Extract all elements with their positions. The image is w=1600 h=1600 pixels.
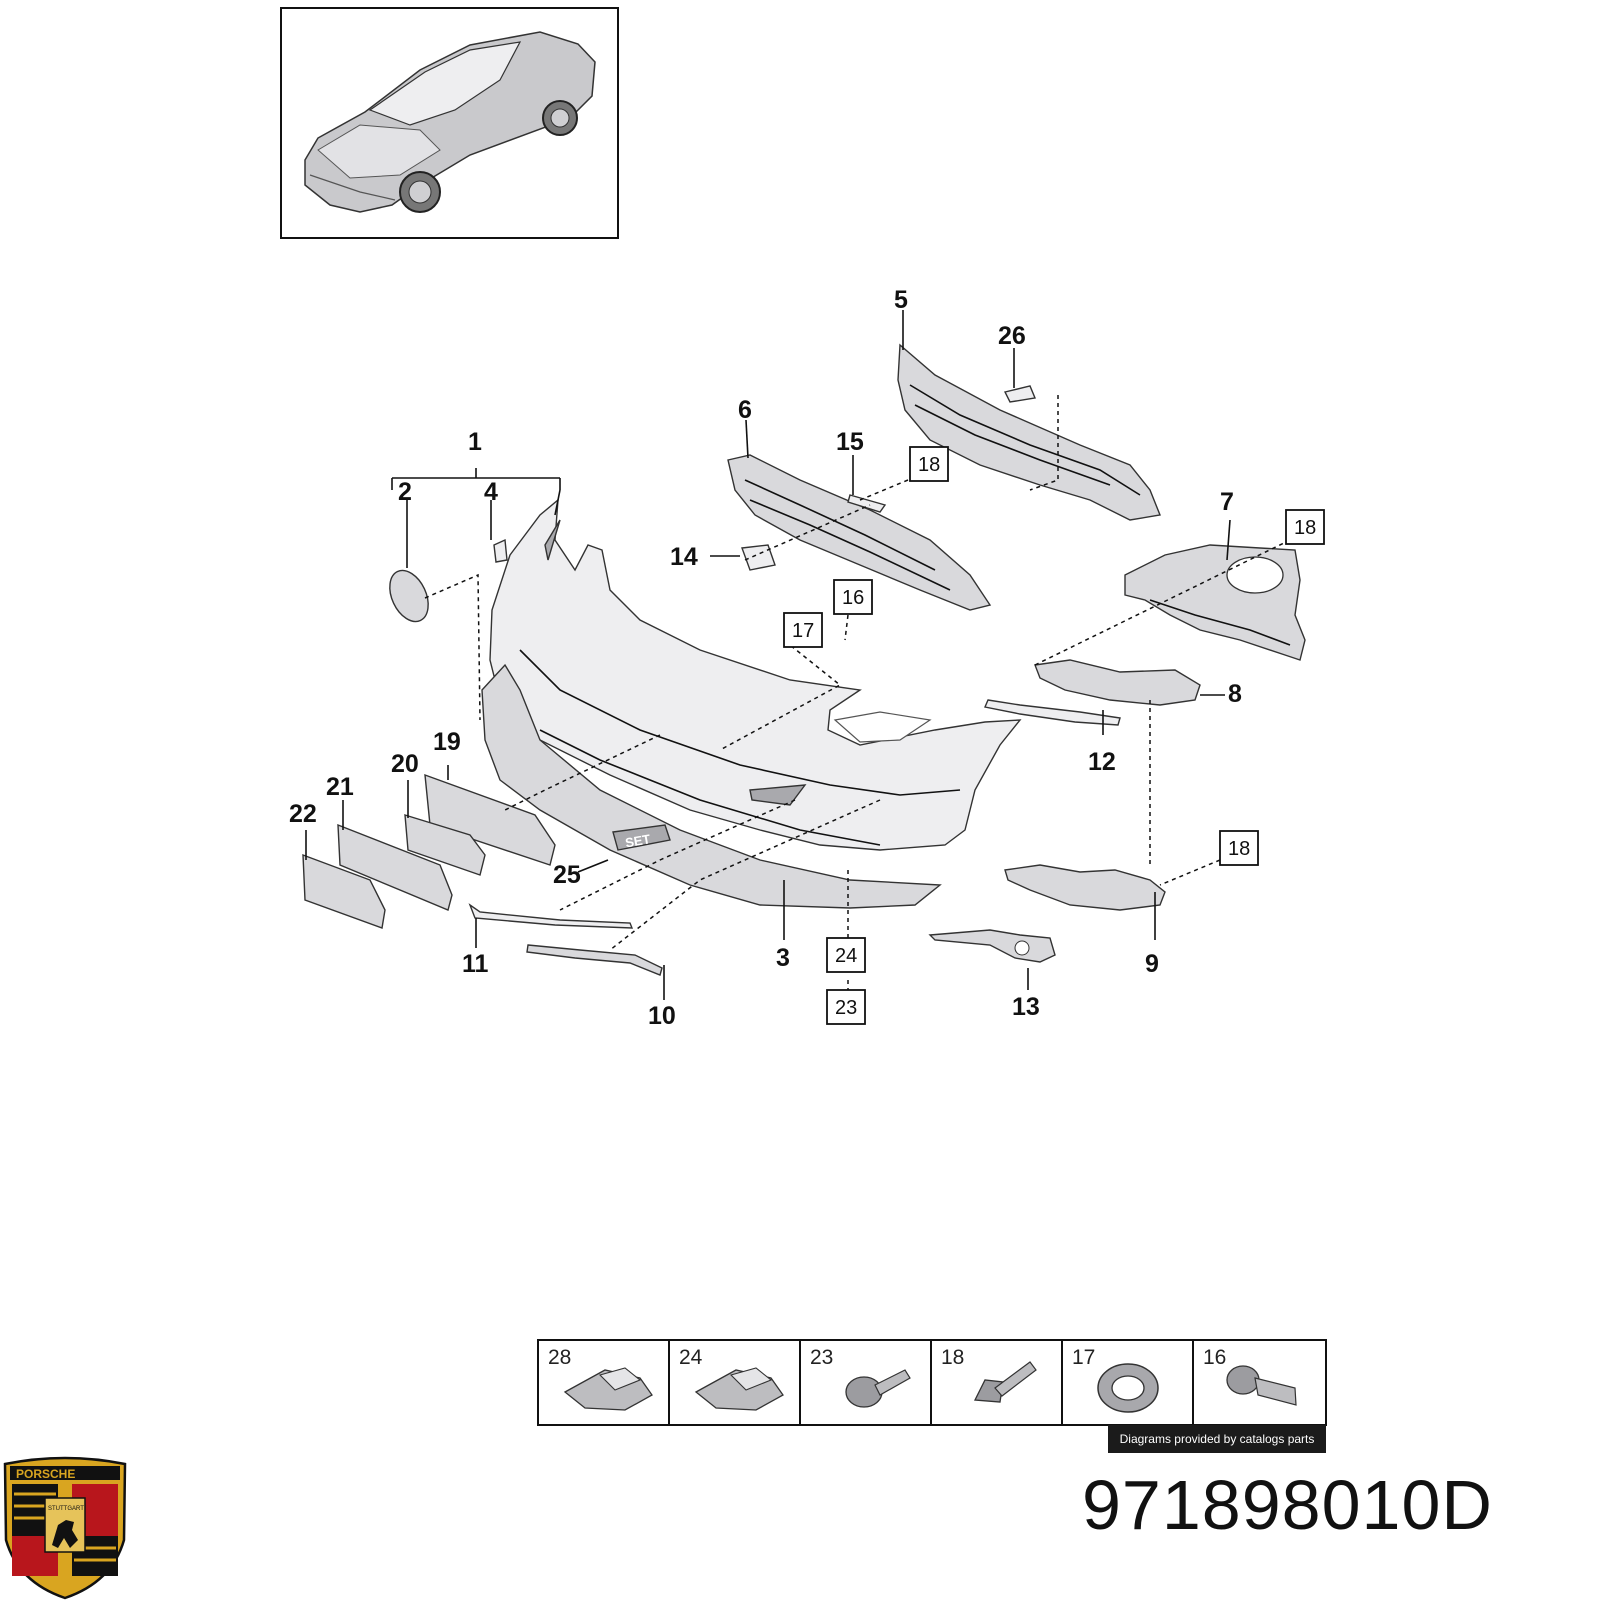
cap-part-4 — [493, 538, 508, 563]
boxed-callout-18-right: 18 — [1294, 517, 1316, 539]
callout-13: 13 — [1012, 993, 1040, 1021]
crest-wordmark: PORSCHE — [16, 1467, 75, 1481]
callout-2: 2 — [398, 478, 412, 506]
boxed-callout-18-top: 18 — [918, 454, 940, 476]
boxed-callout-17: 17 — [792, 620, 814, 642]
screw-icon — [845, 1369, 911, 1408]
callout-5: 5 — [894, 286, 908, 314]
trim-strip-part-10 — [526, 944, 663, 976]
tow-hook-cover-part — [389, 569, 429, 623]
part-number: 971898010D — [1082, 1466, 1493, 1544]
boxed-callout-24: 24 — [835, 945, 857, 967]
fastener-18-number: 18 — [941, 1346, 964, 1369]
middle-grille-part — [727, 454, 992, 611]
emblem-part-25: SET — [612, 824, 671, 851]
callout-3: 3 — [776, 944, 790, 972]
callout-14: 14 — [670, 543, 698, 571]
callout-10: 10 — [648, 1002, 676, 1030]
nut-ring-icon — [1097, 1363, 1159, 1413]
boxed-callout-18-lower: 18 — [1228, 838, 1250, 860]
boxed-callouts: 18 18 18 16 17 24 23 — [783, 446, 1325, 1025]
credit-banner: Diagrams provided by catalogs parts — [1108, 1425, 1326, 1453]
clip-part-26 — [1003, 385, 1036, 403]
callout-4: 4 — [484, 478, 498, 506]
callout-21: 21 — [326, 773, 354, 801]
lower-bracket-part — [1004, 864, 1166, 911]
bracket-part-15 — [847, 494, 887, 513]
fastener-legend: 28 24 23 18 17 16 — [537, 1339, 1327, 1426]
crest-city: STUTTGART — [48, 1506, 84, 1512]
vehicle-thumbnail — [280, 7, 619, 239]
headlight-bracket-part — [1124, 544, 1306, 661]
fastener-24-number: 24 — [679, 1346, 703, 1369]
emblem-text: SET — [624, 831, 652, 850]
callout-20: 20 — [391, 750, 419, 778]
callout-9: 9 — [1145, 950, 1159, 978]
side-grille-part — [1034, 659, 1201, 706]
bolt-icon — [973, 1361, 1037, 1403]
plate-bracket-21 — [337, 823, 453, 911]
callout-26: 26 — [998, 322, 1026, 350]
trim-strip-part-11 — [468, 903, 634, 929]
clip-icon — [563, 1367, 653, 1411]
boxed-callout-23: 23 — [835, 997, 857, 1019]
plate-bracket-20 — [404, 814, 486, 876]
porsche-crest-icon: PORSCHE STUTTGART — [3, 1456, 127, 1600]
callout-7: 7 — [1220, 488, 1234, 516]
plate-bracket-22 — [302, 853, 386, 929]
callout-11: 11 — [462, 950, 489, 978]
plate-bracket-19 — [424, 773, 556, 866]
car-icon — [304, 31, 596, 213]
callout-1: 1 — [468, 428, 482, 456]
upper-grille-part — [897, 343, 1161, 521]
bumper-cover-part — [489, 498, 1022, 851]
callout-19: 19 — [433, 728, 461, 756]
callout-12: 12 — [1088, 748, 1116, 776]
callout-6: 6 — [738, 396, 752, 424]
bracket-part-14 — [741, 544, 776, 571]
callout-8: 8 — [1228, 680, 1242, 708]
callout-22: 22 — [289, 800, 317, 828]
sensor-icon — [1226, 1365, 1297, 1406]
fastener-16-number: 16 — [1203, 1346, 1226, 1369]
fog-light-trim-part — [928, 929, 1056, 963]
callout-numbers: 1 2 3 4 5 6 7 8 9 10 11 12 13 14 15 19 2… — [289, 286, 1242, 1030]
leader-lines — [305, 310, 1291, 1000]
fastener-23-number: 23 — [810, 1346, 833, 1369]
trim-strip-part-12 — [984, 699, 1121, 726]
fastener-28-number: 28 — [548, 1346, 571, 1369]
fastener-17-number: 17 — [1072, 1346, 1095, 1369]
boxed-callout-16: 16 — [842, 587, 864, 609]
lower-spoiler-part — [481, 663, 942, 909]
callout-25: 25 — [553, 861, 581, 889]
callout-15: 15 — [836, 428, 864, 456]
clip-icon — [694, 1367, 784, 1411]
